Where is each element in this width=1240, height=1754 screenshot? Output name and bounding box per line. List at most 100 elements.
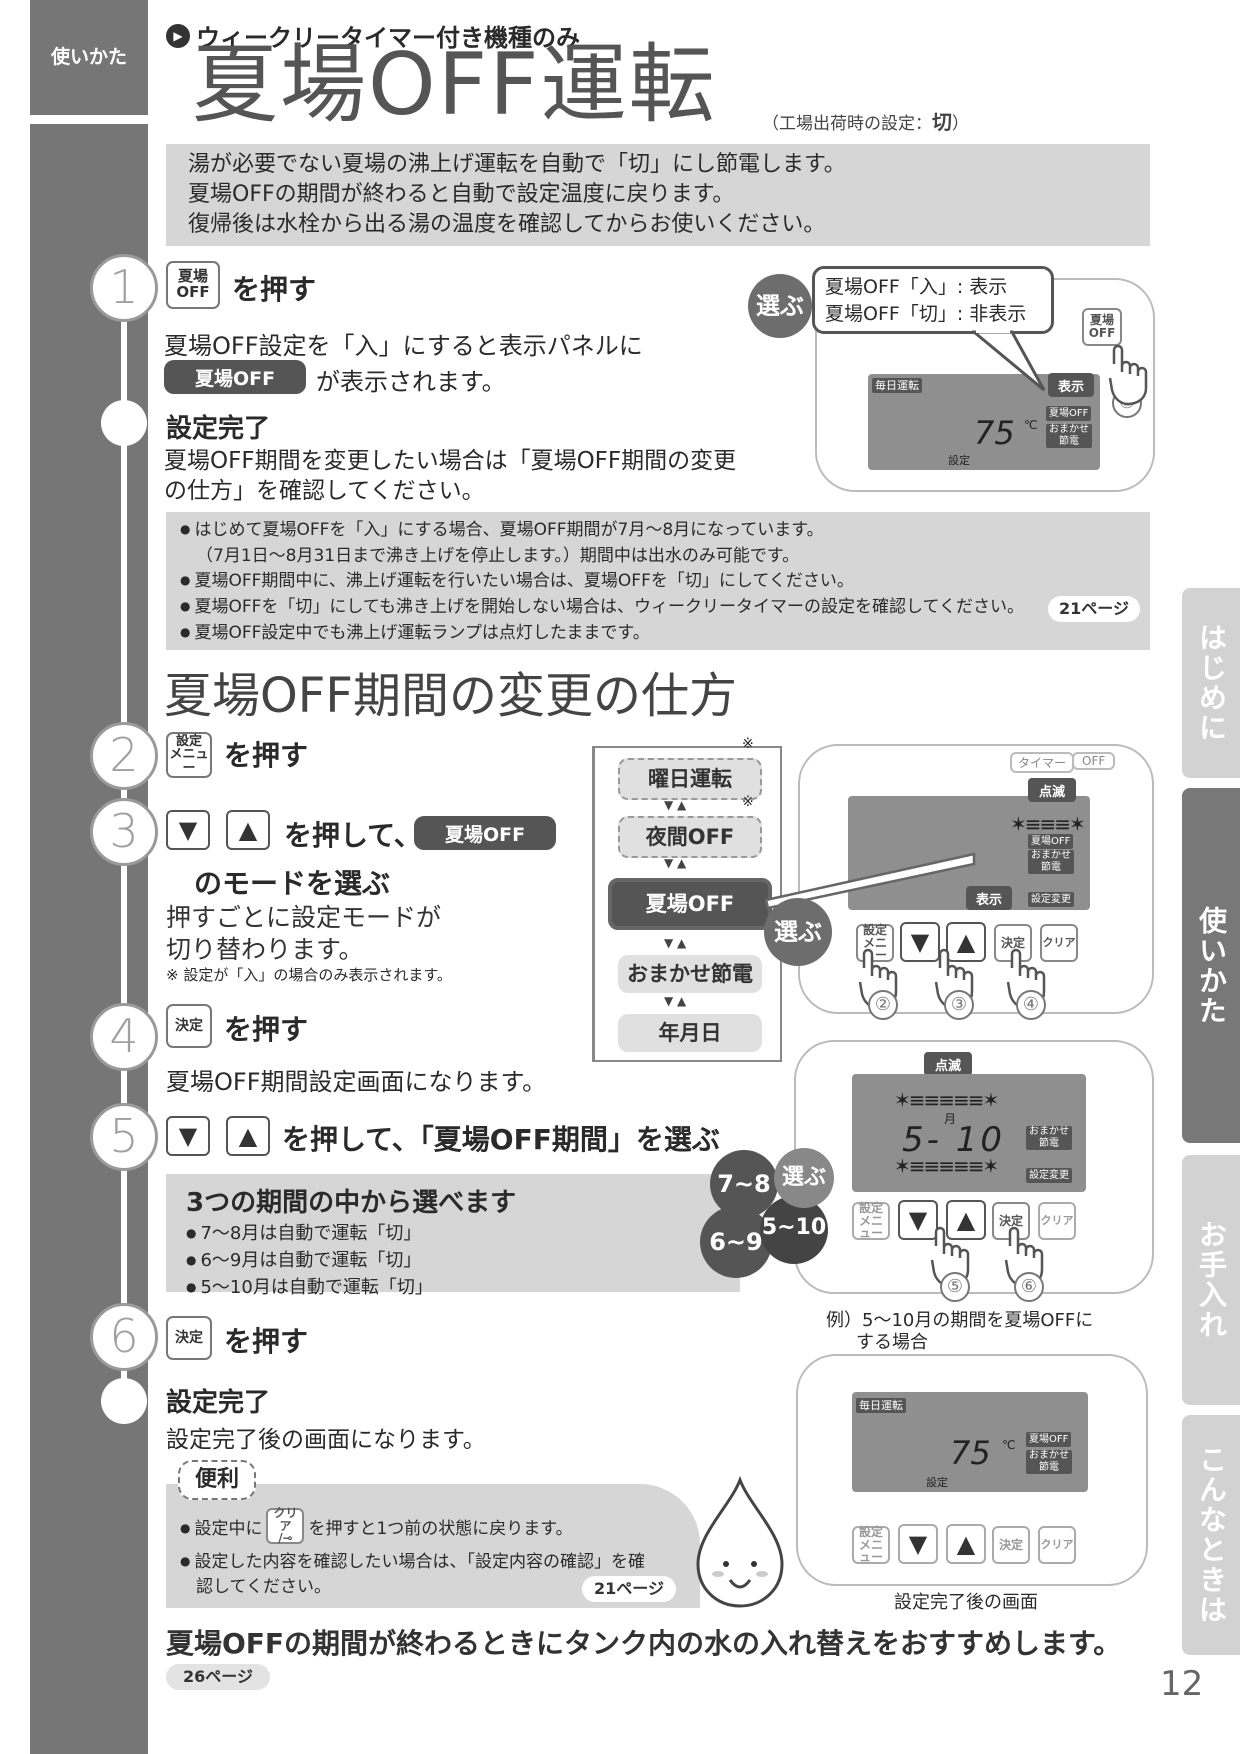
up-arrow-key: ▲ [226,1116,270,1156]
fig2-settei-key: 設定メニュー [856,924,894,962]
note-item: 夏場OFF期間中に、沸上げ運転を行いたい場合は、夏場OFFを「切」にしてください… [180,569,1150,595]
tab-konnatokiwa[interactable]: こんなときは [1182,1415,1240,1655]
lcd-period: 5- 10 [902,1120,1005,1160]
lcd-unit: ℃ [1024,418,1038,432]
lcd-unit-2: ℃ [1002,1438,1016,1452]
step4-desc: 夏場OFF期間設定画面になります。 [166,1068,547,1096]
intro-line: 復帰後は水栓から出る湯の温度を確認してからお使いください。 [188,212,826,237]
mode-asterisk: ※ [742,794,754,810]
natsuba-off-pill-2: 夏場OFF [414,816,556,850]
natsuba-off-pill: 夏場OFF [164,360,306,394]
up-arrow-key: ▲ [226,810,270,850]
settei-henko-tag-2: 設定変更 [1026,1168,1072,1183]
period-bubble-5-10: 5~10 [760,1196,828,1264]
mode-yobi: 曜日運転 [618,758,762,800]
lcd-tag-omakase: おまかせ節電 [1046,424,1092,448]
periods-box: 3つの期間の中から選べます 7～8月は自動で運転「切」 6～9月は自動で運転「切… [166,1174,740,1298]
section-title: 夏場OFF期間の変更の仕方 [164,668,738,724]
pointing-hand-icon [1004,1226,1044,1288]
footer-advice: 夏場OFFの期間が終わるときにタンク内の水の入れ替えをおすすめします。 [166,1627,1122,1660]
circle-number-2: ② [868,990,898,1020]
fig4-down-key: ▼ [898,1524,938,1564]
fig4-clear-key: クリア [1038,1526,1076,1564]
page-ref-21-b[interactable]: 21ページ [582,1576,676,1602]
step-number-6: 6 [90,1303,158,1371]
note-item: （7月1日～8月31日まで沸き上げを停止します。）期間中は出水のみ可能です。 [196,546,800,566]
lcd-settei: 設定 [948,454,970,467]
circle-number-5: ⑤ [940,1272,970,1302]
kettei-key: 決定 [166,1004,212,1048]
benri-line-1: 設定中に クリア/⊸ を押すと1つ前の状態に戻ります。 [180,1507,572,1545]
circle-number-3: ③ [944,990,974,1020]
mode-nengappi: 年月日 [618,1014,762,1052]
tab-oteire[interactable]: お手入れ [1182,1155,1240,1405]
benri-title: 便利 [178,1460,256,1500]
mode-omakase: おまかせ節電 [618,955,762,993]
fig4-caption: 設定完了後の画面 [894,1592,1038,1613]
fig2-down-key: ▼ [900,922,940,962]
step-number-4: 4 [90,1003,158,1071]
lcd-tag-natsuba: 夏場OFF [1046,406,1092,421]
water-drop-mascot-icon [696,1476,784,1608]
tab-tsukaikata[interactable]: 使いかた [1182,788,1240,1143]
note-item: はじめて夏場OFFを「入」にする場合、夏場OFF期間が7月～8月になっています。 [180,518,1150,544]
fig2-timer-key: タイマー [1010,752,1075,773]
page-ref-26[interactable]: 26ページ [166,1664,270,1690]
lcd-tag-natsuba-4: 夏場OFF [1026,1432,1072,1447]
pointing-hand-icon [930,1226,970,1288]
header-note: ▶ ウィークリータイマー付き機種のみ [166,18,580,53]
step3-desc: 押すごとに設定モードが切り替わります。 [166,903,442,964]
step1-done-desc: 夏場OFF期間を変更したい場合は「夏場OFF期間の変更の仕方」を確認してください… [164,448,737,504]
page-ref-21[interactable]: 21ページ [1048,596,1140,622]
lcd-month: 月 [944,1112,957,1126]
blink-marks-icon: ✶≡≡≡✶ [1010,812,1086,836]
fig3-up-key: ▲ [946,1200,986,1240]
fig2-up-key: ▲ [946,922,986,962]
mode-arrows: ▼ ▲ [664,856,687,870]
fig3-down-key: ▼ [898,1200,938,1240]
lcd-mainichi-2: 毎日運転 [856,1398,906,1413]
step-number-1: 1 [90,254,158,322]
mode-asterisk: ※ [742,736,754,752]
step5-action: を押して、「夏場OFF期間」を選ぶ [282,1123,720,1156]
intro-box: 湯が必要でない夏場の沸上げ運転を自動で「切」にし節電します。 夏場OFFの期間が… [166,144,1150,246]
blink-marks-icon: ✶≡≡≡≡≡✶ [894,1088,999,1112]
fig3-settei-key: 設定メニュー [852,1202,890,1240]
period-item: 6～9月は自動で運転「切」 [186,1248,740,1275]
circle-number-4: ④ [1016,990,1046,1020]
hyoji-label: 表示 [1048,373,1094,397]
play-icon: ▶ [166,23,190,48]
page-title: 夏場OFF運転 [192,35,717,135]
fig4-up-key: ▲ [946,1524,986,1564]
header-note-text: ウィークリータイマー付き機種のみ [196,24,580,52]
side-bar [30,124,148,1754]
tab-hajimeni[interactable]: はじめに [1182,588,1240,778]
lcd-tag-natsuba-2: 夏場OFF [1028,834,1074,849]
period-item: 5～10月は自動で運転「切」 [186,1275,740,1302]
bubble-tail [972,330,1046,392]
blink-marks-icon: ✶≡≡≡≡≡✶ [894,1154,999,1178]
lcd-tag-omakase-3: おまかせ節電 [1026,1126,1072,1150]
fig2-kettei-key: 決定 [994,924,1032,962]
step4-action: を押す [224,1013,309,1046]
page-number: 12 [1160,1664,1204,1704]
tenmetsu-label: 点滅 [1028,778,1076,802]
mode-arrows: ▼ ▲ [664,936,687,950]
side-section-label: 使いかた [50,46,127,68]
lcd-mainichi: 毎日運転 [872,378,922,393]
note-item: 夏場OFF設定中でも沸上げ運転ランプは点灯したままです。 [180,621,1150,647]
erabu-badge-2: 選ぶ [764,898,832,966]
notes-box: はじめて夏場OFFを「入」にする場合、夏場OFF期間が7月～8月になっています。… [166,512,1150,650]
display-bubble: 夏場OFF「入」: 表示夏場OFF「切」: 非表示 [812,266,1054,334]
hyoji-label-2: 表示 [966,886,1012,910]
intro-line: 湯が必要でない夏場の沸上げ運転を自動で「切」にし節電します。 [188,152,846,177]
step-dot [101,1378,147,1424]
fig4-settei-key: 設定メニュー [852,1526,890,1564]
step2-action: を押す [224,739,309,772]
fig4-kettei-key: 決定 [992,1526,1030,1564]
step6-action: を押す [224,1325,309,1358]
periods-title: 3つの期間の中から選べます [186,1188,517,1218]
side-top-band [30,0,148,115]
